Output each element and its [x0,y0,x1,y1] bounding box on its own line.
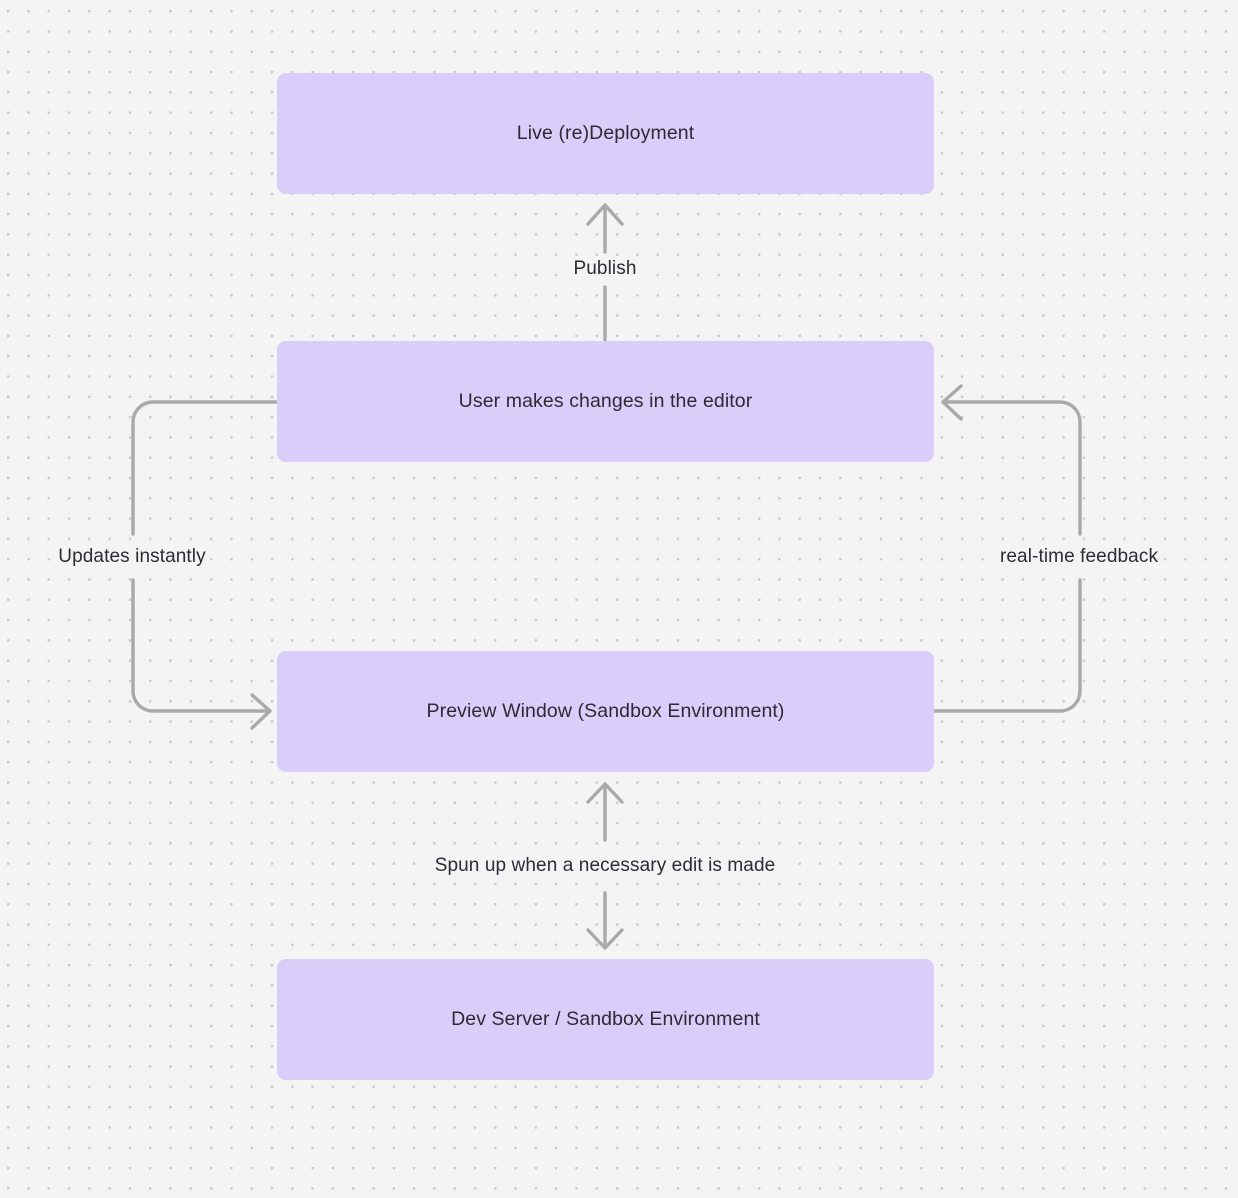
node-preview-window[interactable]: Preview Window (Sandbox Environment) [277,651,934,772]
node-label-dev-server: Dev Server / Sandbox Environment [451,1008,760,1030]
edge-label-publish: Publish [568,256,642,282]
edge-label-spun-up: Spun up when a necessary edit is made [429,853,781,879]
node-label-preview-window: Preview Window (Sandbox Environment) [426,700,785,722]
node-dev-server[interactable]: Dev Server / Sandbox Environment [277,959,934,1080]
node-label-live-deployment: Live (re)Deployment [516,122,695,144]
node-user-edits[interactable]: User makes changes in the editor [277,341,934,462]
edge-label-real-time-feedback: real-time feedback [994,544,1164,570]
edge-label-updates-instantly: Updates instantly [53,544,211,570]
node-label-user-edits: User makes changes in the editor [458,390,753,412]
node-live-deployment[interactable]: Live (re)Deployment [277,73,934,194]
